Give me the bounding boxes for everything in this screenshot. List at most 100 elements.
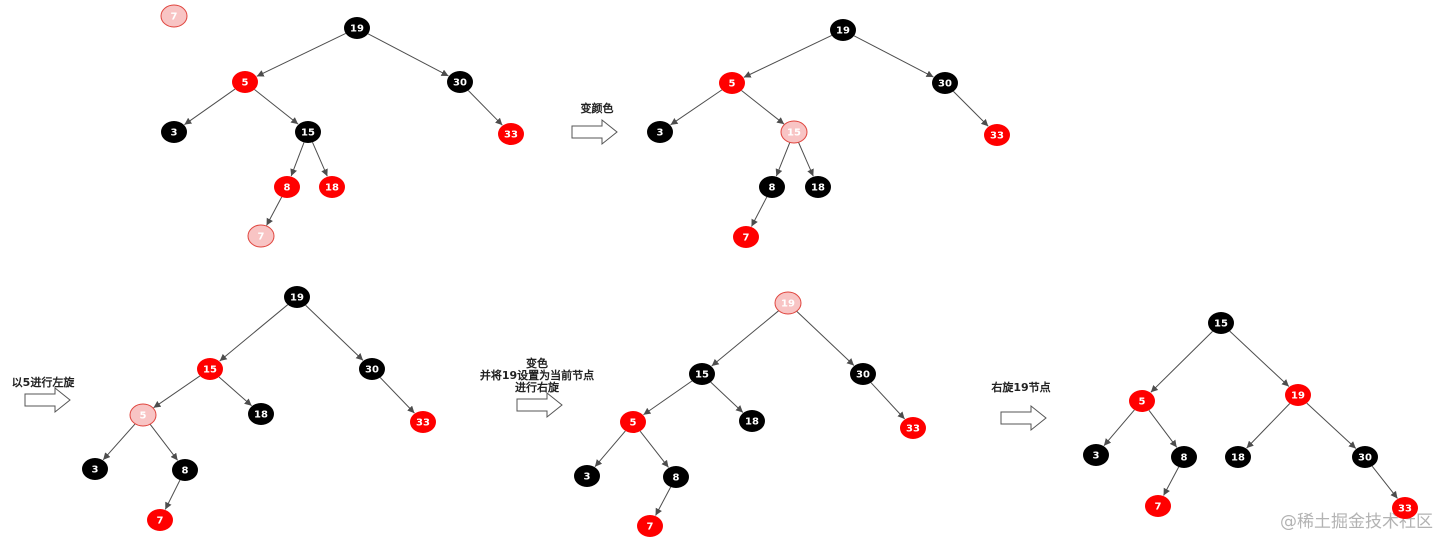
- node-label: 19: [350, 24, 364, 35]
- tree-2-edge-5-to-15: [741, 90, 785, 125]
- step-arrow-2: [24, 386, 71, 414]
- tree-1-edge-15-to-18: [312, 142, 328, 177]
- black-node-circle: [1208, 312, 1234, 334]
- step-label-recolor-line: 变色: [526, 356, 548, 370]
- tree-5-node-33: 33: [1392, 497, 1418, 519]
- tree-4-node-30: 30: [850, 363, 876, 385]
- node-label: 7: [743, 233, 750, 244]
- tree-3-node-5: 5: [129, 403, 157, 427]
- tree-1-node-19: 19: [344, 17, 370, 39]
- tree-3-edge-30-to-33: [379, 377, 415, 414]
- red-node-circle: [637, 515, 663, 537]
- tree-2-node-15: 15: [780, 120, 808, 144]
- node-label: 18: [811, 183, 825, 194]
- tree-2-edge-19-to-5: [743, 34, 832, 78]
- node-label: 3: [1093, 451, 1100, 462]
- tree-5-node-8: 8: [1171, 446, 1197, 468]
- tree-2-edge-19-to-30: [853, 35, 934, 78]
- red-node-circle: [733, 226, 759, 248]
- tree-1-node-5: 5: [232, 71, 258, 93]
- tree-3-edge-5-to-3: [102, 423, 136, 461]
- step-arrow-3: [516, 391, 563, 419]
- black-node-circle: [663, 466, 689, 488]
- node-label: 33: [1398, 504, 1412, 515]
- red-node-circle: [274, 176, 300, 198]
- node-label: 7: [647, 522, 654, 533]
- black-node-circle: [759, 176, 785, 198]
- tree-1-edge-8-to-7: [266, 196, 283, 226]
- pink-node-circle: [129, 403, 157, 427]
- tree-2-edge-5-to-3: [670, 89, 723, 126]
- step-labels: 变颜色 以5进行左旋 变色 并将19设置为当前节点 进行右旋 右旋19节点: [12, 101, 1051, 394]
- black-node-circle: [82, 458, 108, 480]
- pink-node-circle: [780, 120, 808, 144]
- step-arrow-1: [571, 118, 618, 146]
- tree-nodes: 19 5 30 3 15 33 8 18 7 19 5 30 3 15 33 8 18 7 19 15 30 5 18 33 3…: [82, 4, 1418, 537]
- node-label: 7: [157, 516, 164, 527]
- black-node-circle: [284, 286, 310, 308]
- red-node-circle: [1392, 497, 1418, 519]
- tree-3-node-19: 19: [284, 286, 310, 308]
- node-label: 15: [301, 128, 315, 139]
- tree-4-edge-15-to-5: [643, 380, 693, 416]
- node-label: 5: [242, 78, 249, 89]
- node-label: 15: [203, 365, 217, 376]
- tree-5-node-18: 18: [1225, 446, 1251, 468]
- tree-2-node-33: 33: [984, 124, 1010, 146]
- black-node-circle: [248, 403, 274, 425]
- tree-2-node-18: 18: [805, 176, 831, 198]
- tree-4-edge-19-to-15: [711, 310, 780, 367]
- step-arrows: [24, 118, 1047, 432]
- tree-3-edge-19-to-15: [219, 304, 289, 362]
- red-node-circle: [319, 176, 345, 198]
- node-label: 5: [1139, 397, 1146, 408]
- red-node-circle: [1145, 495, 1171, 517]
- black-node-circle: [172, 459, 198, 481]
- tree-3-node-8: 8: [172, 459, 198, 481]
- black-node-circle: [1225, 446, 1251, 468]
- tree-1-node-15: 15: [295, 121, 321, 143]
- tree-5-node-15: 15: [1208, 312, 1234, 334]
- tree-3-node-7: 7: [147, 509, 173, 531]
- tree-2-node-8: 8: [759, 176, 785, 198]
- black-node-circle: [932, 72, 958, 94]
- tree-2-node-30: 30: [932, 72, 958, 94]
- tree-4-edge-19-to-30: [796, 310, 855, 366]
- tree-2-node-5: 5: [719, 72, 745, 94]
- tree-3-edge-5-to-8: [149, 423, 179, 461]
- inserted-node-7: 7: [160, 4, 188, 28]
- black-node-circle: [647, 121, 673, 143]
- black-node-circle: [1171, 446, 1197, 468]
- tree-2-edge-15-to-8: [775, 142, 791, 177]
- tree-2-node-7: 7: [733, 226, 759, 248]
- black-node-circle: [830, 19, 856, 41]
- pink-node-circle: [247, 224, 275, 248]
- node-label: 33: [416, 418, 430, 429]
- node-label: 18: [1231, 453, 1245, 464]
- node-label: 3: [584, 472, 591, 483]
- red-node-circle: [719, 72, 745, 94]
- tree-4-node-7: 7: [637, 515, 663, 537]
- red-node-circle: [410, 411, 436, 433]
- node-label: 30: [1358, 453, 1372, 464]
- tree-5-node-19: 19: [1285, 384, 1311, 406]
- tree-5-node-7: 7: [1145, 495, 1171, 517]
- red-node-circle: [197, 358, 223, 380]
- node-label: 5: [630, 418, 637, 429]
- black-node-circle: [574, 465, 600, 487]
- tree-1-node-33: 33: [498, 123, 524, 145]
- step-label-rotate-right-line: 进行右旋: [515, 380, 560, 394]
- tree-4-edge-8-to-7: [655, 486, 672, 516]
- node-label: 8: [284, 183, 291, 194]
- node-label: 30: [856, 370, 870, 381]
- tree-4-node-33: 33: [900, 417, 926, 439]
- tree-4-node-8: 8: [663, 466, 689, 488]
- node-label: 30: [938, 79, 952, 90]
- tree-3-node-18: 18: [248, 403, 274, 425]
- step-label-rotate-right-19: 右旋19节点: [990, 380, 1050, 394]
- node-label: 33: [504, 130, 518, 141]
- tree-5-edge-5-to-8: [1148, 409, 1178, 448]
- tree-2-edge-30-to-33: [953, 91, 989, 127]
- node-label: 19: [1291, 391, 1305, 402]
